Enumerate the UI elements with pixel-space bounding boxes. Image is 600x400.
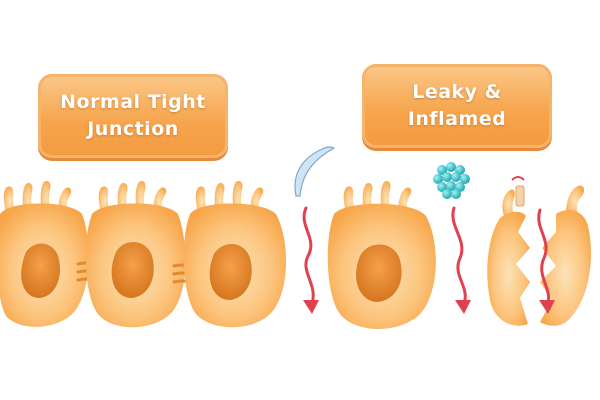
normal-tight-junction-label: Normal Tight Junction	[38, 74, 228, 158]
nucleus	[111, 241, 154, 298]
leaky-label-line1: Leaky &	[412, 81, 502, 103]
leak-arrow-3	[537, 208, 555, 314]
nucleus	[21, 243, 60, 298]
normal-cell-1	[0, 180, 89, 327]
normal-cell-3	[183, 180, 287, 328]
leak-arrow-1	[302, 206, 319, 314]
leaky-inflamed-label: Leaky & Inflamed	[362, 64, 552, 148]
normal-cell-2	[85, 180, 186, 328]
molecule-cluster-icon	[433, 162, 470, 199]
leak-arrow-2	[451, 206, 471, 314]
bacterium-icon	[294, 146, 336, 197]
nucleus	[209, 243, 252, 300]
broken-cell	[487, 185, 592, 326]
normal-label-line2: Junction	[87, 118, 179, 140]
nucleus	[356, 244, 402, 302]
particle-icon	[511, 176, 525, 207]
leaky-label-line2: Inflamed	[407, 108, 507, 130]
normal-label-line1: Normal Tight	[60, 91, 206, 113]
leaky-cell-1	[327, 180, 436, 329]
